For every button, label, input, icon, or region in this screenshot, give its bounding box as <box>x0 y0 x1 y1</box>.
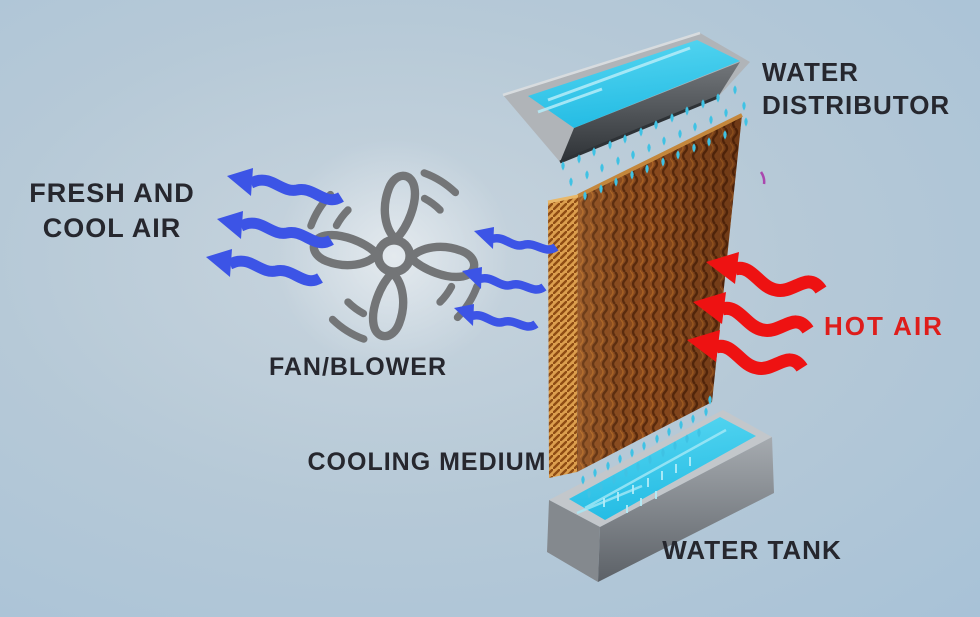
fan-icon <box>311 173 477 339</box>
cooling-medium-label: COOLING MEDIUM <box>307 448 547 476</box>
fresh-cool-air-line1: FRESH AND <box>29 178 195 208</box>
fan-halo <box>276 138 512 374</box>
fan-blower-label: FAN/BLOWER <box>268 353 448 381</box>
water-distributor-label: WATER DISTRIBUTOR <box>762 56 950 123</box>
fresh-cool-air-label: FRESH AND COOL AIR <box>6 176 218 245</box>
cooling-pad-icon <box>547 113 743 478</box>
water-tank-label: WATER TANK <box>662 535 842 565</box>
water-tank-icon <box>547 410 774 582</box>
water-droplets-bottom-icon <box>581 395 712 513</box>
hot-air-label: HOT AIR <box>824 311 944 341</box>
fresh-cool-air-line2: COOL AIR <box>42 212 182 243</box>
water-distributor-line1: WATER <box>762 57 859 87</box>
stray-mark <box>759 171 766 185</box>
water-distributor-tray-icon <box>502 31 750 164</box>
water-distributor-line2: DISTRIBUTOR <box>762 90 951 121</box>
